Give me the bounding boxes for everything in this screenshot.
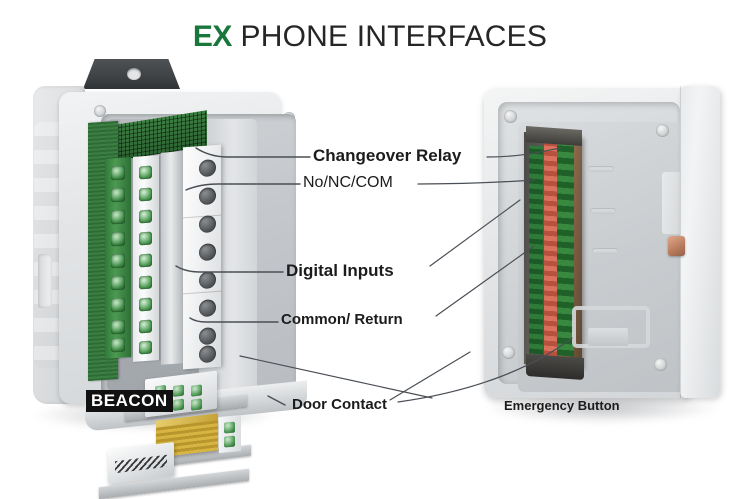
mounting-pegs (588, 328, 628, 346)
white-terminal-block (133, 155, 159, 362)
green-terminal-row (529, 145, 543, 355)
callout-door-contact: Door Contact (292, 396, 387, 413)
corner-screw-icon (94, 105, 106, 117)
corner-screw-icon (502, 346, 515, 359)
corner-screw-icon (654, 358, 667, 371)
mounting-slot (592, 248, 618, 254)
right-enclosure (484, 86, 720, 413)
door-latch (668, 236, 685, 256)
changeover-relay-module (183, 144, 221, 370)
callout-changeover-relay: Changeover Relay (313, 146, 462, 165)
callout-common-return: Common/ Return (281, 311, 403, 328)
door-hinge (662, 172, 684, 234)
cable-gland-handle (38, 254, 52, 308)
emergency-button-mount (572, 306, 650, 348)
title-rest: PHONE INTERFACES (231, 20, 548, 53)
caption-emergency-button: Emergency Button (504, 398, 620, 413)
enclosure-door (680, 86, 720, 398)
mounting-slot (590, 208, 616, 214)
callout-digital-inputs: Digital Inputs (286, 261, 394, 280)
pcb-base-clamp (526, 353, 584, 381)
corner-screw-icon (656, 124, 669, 137)
mounting-bracket-icon (83, 59, 180, 89)
enclosure-rim (484, 88, 694, 398)
mounting-slot (588, 166, 614, 172)
beacon-logo-badge: BEACON (86, 390, 173, 412)
din-rail (161, 151, 183, 365)
callout-no-nc-com: No/NC/COM (303, 174, 393, 191)
red-terminal-row (544, 143, 557, 357)
page-title: EX PHONE INTERFACES (0, 20, 740, 54)
title-accent: EX (192, 20, 233, 53)
green-terminal-block (105, 157, 131, 359)
corner-screw-icon (504, 110, 517, 123)
left-enclosure (33, 59, 307, 499)
door-contact-switch (219, 415, 241, 453)
